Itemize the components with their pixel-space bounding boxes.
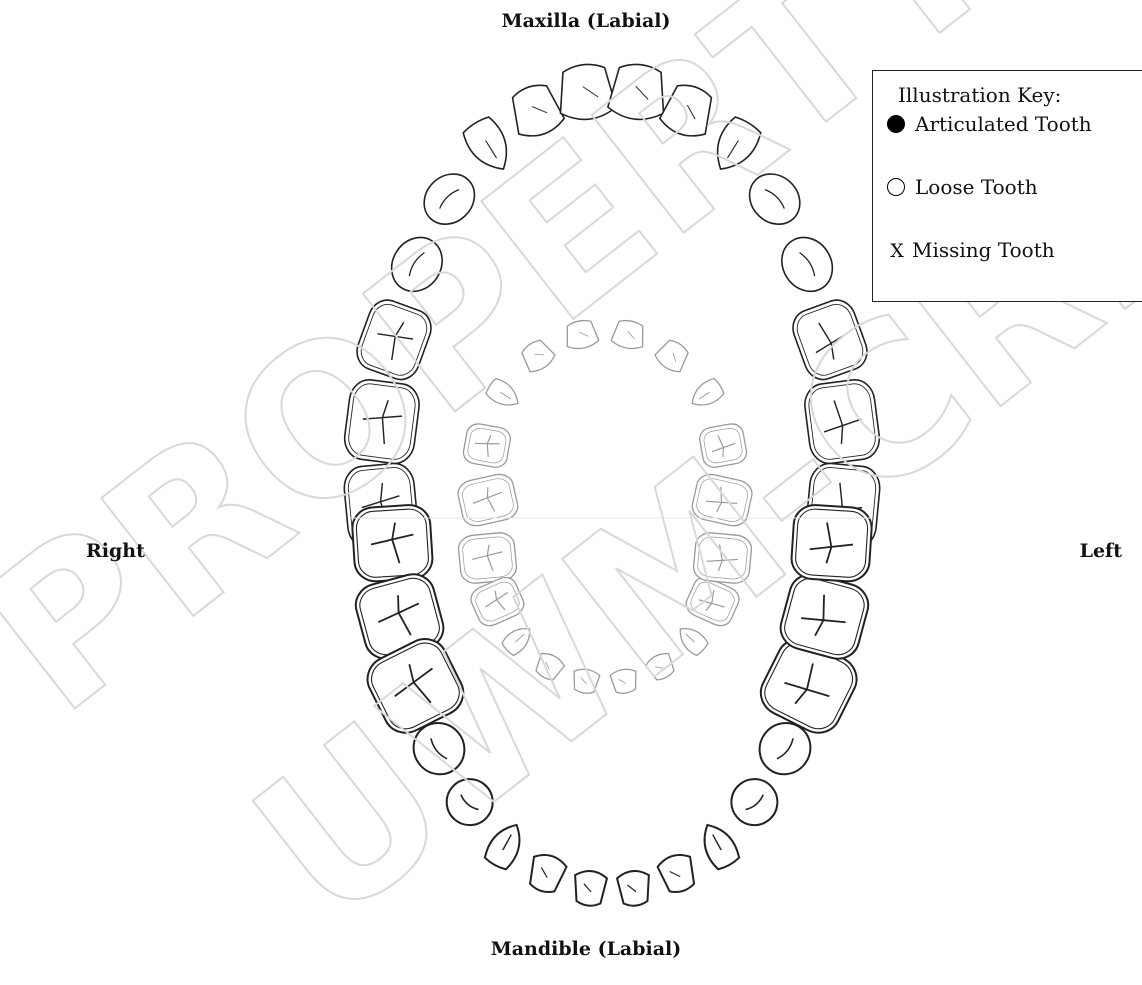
maxilla-permanent-tooth-11 xyxy=(705,114,764,179)
illustration-key: Illustration Key: Articulated Tooth Loos… xyxy=(872,70,1142,302)
mandible-permanent-tooth-10 xyxy=(656,851,699,896)
maxilla-deciduous-tooth-5 xyxy=(563,318,600,351)
mandible-deciduous-tooth-1 xyxy=(457,531,517,584)
mandible-deciduous-tooth-7 xyxy=(644,650,678,683)
maxilla-permanent-tooth-13 xyxy=(772,228,843,301)
filled-circle-icon xyxy=(887,115,905,133)
mandible-permanent-tooth-5 xyxy=(437,770,502,835)
key-item-label: Articulated Tooth xyxy=(915,112,1092,136)
right-label: Right xyxy=(86,540,145,562)
mandible-deciduous-tooth-5 xyxy=(571,667,601,695)
mandible-permanent-tooth-12 xyxy=(722,770,787,835)
left-label: Left xyxy=(1080,540,1122,562)
mandible-permanent-tooth-8 xyxy=(572,869,607,907)
maxilla-deciduous-tooth-1 xyxy=(456,472,521,529)
key-item-loose: Loose Tooth xyxy=(887,175,1038,199)
key-item-articulated: Articulated Tooth xyxy=(887,112,1092,136)
maxilla-permanent-tooth-4 xyxy=(382,228,453,301)
mandible-permanent-tooth-11 xyxy=(695,818,742,872)
maxilla-deciduous-tooth-4 xyxy=(517,336,557,376)
mandible-deciduous-tooth-8 xyxy=(674,622,710,658)
maxilla-deciduous-tooth-9 xyxy=(698,422,748,469)
mandible-deciduous-tooth-10 xyxy=(692,531,752,584)
x-mark-icon: X xyxy=(887,240,907,262)
maxilla-permanent-tooth-6 xyxy=(460,114,519,179)
maxilla-permanent-tooth-12 xyxy=(739,164,810,235)
maxilla-permanent-tooth-14 xyxy=(788,295,873,385)
maxilla-label: Maxilla (Labial) xyxy=(0,10,1142,32)
mandible-permanent-tooth-7 xyxy=(525,851,568,896)
mandible-deciduous-tooth-6 xyxy=(610,667,640,695)
maxilla-deciduous-tooth-2 xyxy=(462,422,512,469)
key-item-label: Loose Tooth xyxy=(915,175,1038,199)
maxilla-permanent-tooth-7 xyxy=(505,79,566,141)
maxilla-permanent-tooth-10 xyxy=(657,79,718,141)
maxilla-deciduous-tooth-3 xyxy=(484,376,524,412)
maxilla-permanent-tooth-8 xyxy=(555,62,617,123)
maxilla-deciduous-tooth-6 xyxy=(610,318,647,351)
maxilla-permanent-tooth-5 xyxy=(414,164,485,235)
key-item-label: Missing Tooth xyxy=(912,238,1055,262)
mandible-permanent-tooth-1 xyxy=(351,504,433,583)
mandible-permanent-tooth-9 xyxy=(616,869,651,907)
maxilla-permanent-tooth-15 xyxy=(802,377,882,465)
maxilla-deciduous-tooth-7 xyxy=(653,336,693,376)
mandible-deciduous-tooth-3 xyxy=(500,622,536,658)
maxilla-permanent-tooth-9 xyxy=(607,62,669,123)
maxilla-deciduous-tooth-8 xyxy=(686,376,726,412)
mandible-permanent-tooth-6 xyxy=(482,818,529,872)
mandible-label: Mandible (Labial) xyxy=(0,938,1142,960)
maxilla-permanent-tooth-3 xyxy=(352,295,437,385)
key-title: Illustration Key: xyxy=(898,83,1061,107)
maxilla-deciduous-tooth-10 xyxy=(690,472,755,529)
open-circle-icon xyxy=(887,178,905,196)
mandible-permanent-tooth-16 xyxy=(790,504,872,583)
mandible-deciduous-tooth-4 xyxy=(532,650,566,683)
maxilla-permanent-tooth-2 xyxy=(342,377,422,465)
